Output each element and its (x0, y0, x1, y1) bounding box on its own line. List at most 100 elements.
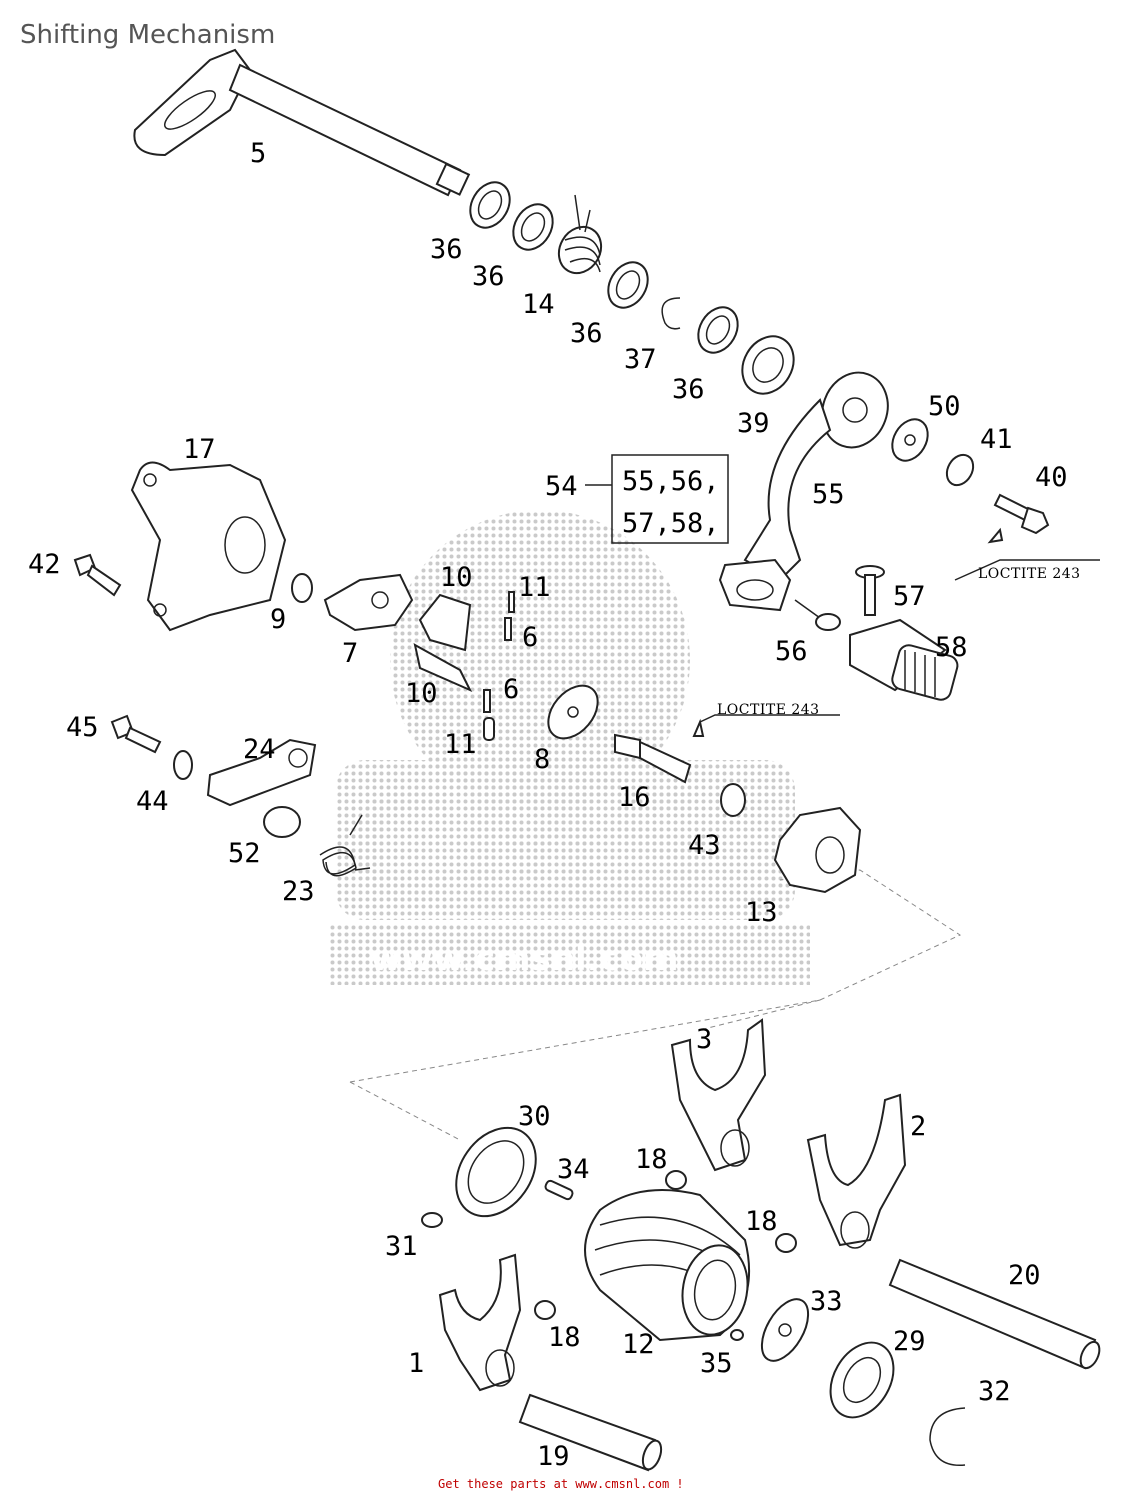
callout-label: 5 (250, 138, 266, 169)
part-50-washer (891, 418, 929, 462)
part-52-roller (263, 806, 301, 838)
callout-label: 52 (228, 838, 261, 869)
group-box-labels: 54 55,56, 57,58, (545, 466, 720, 539)
part-7-shift-lever (323, 573, 414, 632)
footer-link[interactable]: Get these parts at www.cmsnl.com ! (438, 1477, 684, 1491)
part-24-locking-lever (206, 738, 317, 807)
part-10-pawl-upper (418, 593, 472, 652)
callout-label: 18 (548, 1322, 581, 1353)
callout-label: 34 (557, 1154, 590, 1185)
part-45-bolt (110, 714, 162, 754)
callout-label: 18 (635, 1144, 668, 1175)
callout-label: 32 (978, 1376, 1011, 1407)
watermark-text: CMS (345, 762, 712, 936)
part-11-pin-upper (508, 591, 515, 613)
callout-label: 24 (243, 734, 276, 765)
callout-label: 55 (812, 479, 845, 510)
part-56-spring (794, 599, 841, 631)
callout-label: 11 (518, 572, 551, 603)
loctite-drop-1 (987, 527, 1004, 544)
callout-label: 36 (672, 374, 705, 405)
part-34-pin (544, 1179, 574, 1201)
part-35-screw (730, 1329, 744, 1341)
part-29-bearing (829, 1341, 895, 1419)
callout-label: 6 (503, 674, 519, 705)
loctite-note-2: LOCTITE 243 (717, 702, 820, 718)
callout-label: 12 (622, 1329, 655, 1360)
callout-label: 30 (518, 1101, 551, 1132)
part-44-washer (173, 750, 193, 780)
part-10-pawl-lower (413, 643, 473, 693)
callout-label: 31 (385, 1231, 418, 1262)
part-2-shift-fork (806, 1093, 907, 1249)
part-57-pin (855, 565, 885, 616)
page-title: Shifting Mechanism (20, 20, 276, 50)
callout-label: 36 (472, 261, 505, 292)
callout-label: 41 (980, 424, 1013, 455)
callout-label: 10 (440, 562, 473, 593)
callout-label: 37 (624, 344, 657, 375)
part-17-retaining-plate (130, 461, 287, 632)
loctite-note-1: LOCTITE 243 (978, 566, 1081, 582)
washers-36 (469, 181, 739, 354)
callout-label: 50 (928, 391, 961, 422)
callout-label: 8 (534, 744, 550, 775)
part-55-shift-lever (718, 371, 889, 612)
callout-label: 20 (1008, 1260, 1041, 1291)
part-23-spring (319, 814, 371, 877)
callout-label: 18 (745, 1206, 778, 1237)
part-1-shift-fork (438, 1253, 522, 1392)
loctite-leader-1 (954, 559, 1100, 581)
callout-label: 57 (893, 581, 926, 612)
part-3-shift-fork (670, 1018, 767, 1172)
part-30-bearing (455, 1126, 537, 1218)
part-18-roller-a (665, 1170, 687, 1190)
loctite-drop-2 (692, 718, 705, 737)
callout-label: 33 (810, 1286, 843, 1317)
part-19-shaft (518, 1393, 663, 1472)
part-39-seal (741, 335, 795, 395)
callout-label: 16 (618, 782, 651, 813)
loctite-leader-2 (699, 714, 840, 723)
callout-label: 45 (66, 712, 99, 743)
part-5-shift-shaft (133, 48, 471, 197)
part-33-washer (760, 1298, 810, 1362)
part-18-roller-b (775, 1233, 797, 1253)
callout-label: 58 (935, 632, 968, 663)
watermark-url: www.cmsnl.com (370, 939, 679, 979)
callout-label: 10 (405, 678, 438, 709)
part-12-shift-drum (584, 1189, 751, 1342)
callout-label: 11 (444, 729, 477, 760)
callout-label: 29 (893, 1326, 926, 1357)
callout-label: 44 (136, 786, 169, 817)
guide-line-lower (349, 999, 821, 1141)
callout-label: 23 (282, 876, 315, 907)
part-14-return-spring (557, 194, 603, 275)
part-6-spring-lower (483, 689, 491, 713)
callout-label: 17 (183, 434, 216, 465)
part-9-washer (291, 573, 313, 603)
callout-label: 13 (745, 897, 778, 928)
callout-label: 36 (570, 318, 603, 349)
callout-label: 3 (696, 1024, 712, 1055)
part-16-stud-bolt (614, 733, 692, 784)
part-40-bolt (993, 493, 1050, 535)
callout-label: 9 (270, 604, 286, 635)
callout-label: 19 (537, 1441, 570, 1472)
part-58-pedal-tip (849, 618, 959, 701)
group-box-line1: 55,56, (622, 466, 720, 497)
callout-label: 36 (430, 234, 463, 265)
callout-label: 6 (522, 622, 538, 653)
part-20-shaft (888, 1258, 1101, 1370)
callout-label: 43 (688, 830, 721, 861)
group-ref-label: 54 (545, 471, 578, 502)
callout-label: 35 (700, 1348, 733, 1379)
part-32-circlip (929, 1407, 966, 1467)
part-31-screw (421, 1212, 443, 1228)
part-11-pin-lower (483, 717, 495, 741)
part-37-circlip (661, 297, 681, 330)
callout-label: 2 (910, 1111, 926, 1142)
group-54-box (585, 454, 729, 544)
part-42-bolt (73, 553, 122, 597)
